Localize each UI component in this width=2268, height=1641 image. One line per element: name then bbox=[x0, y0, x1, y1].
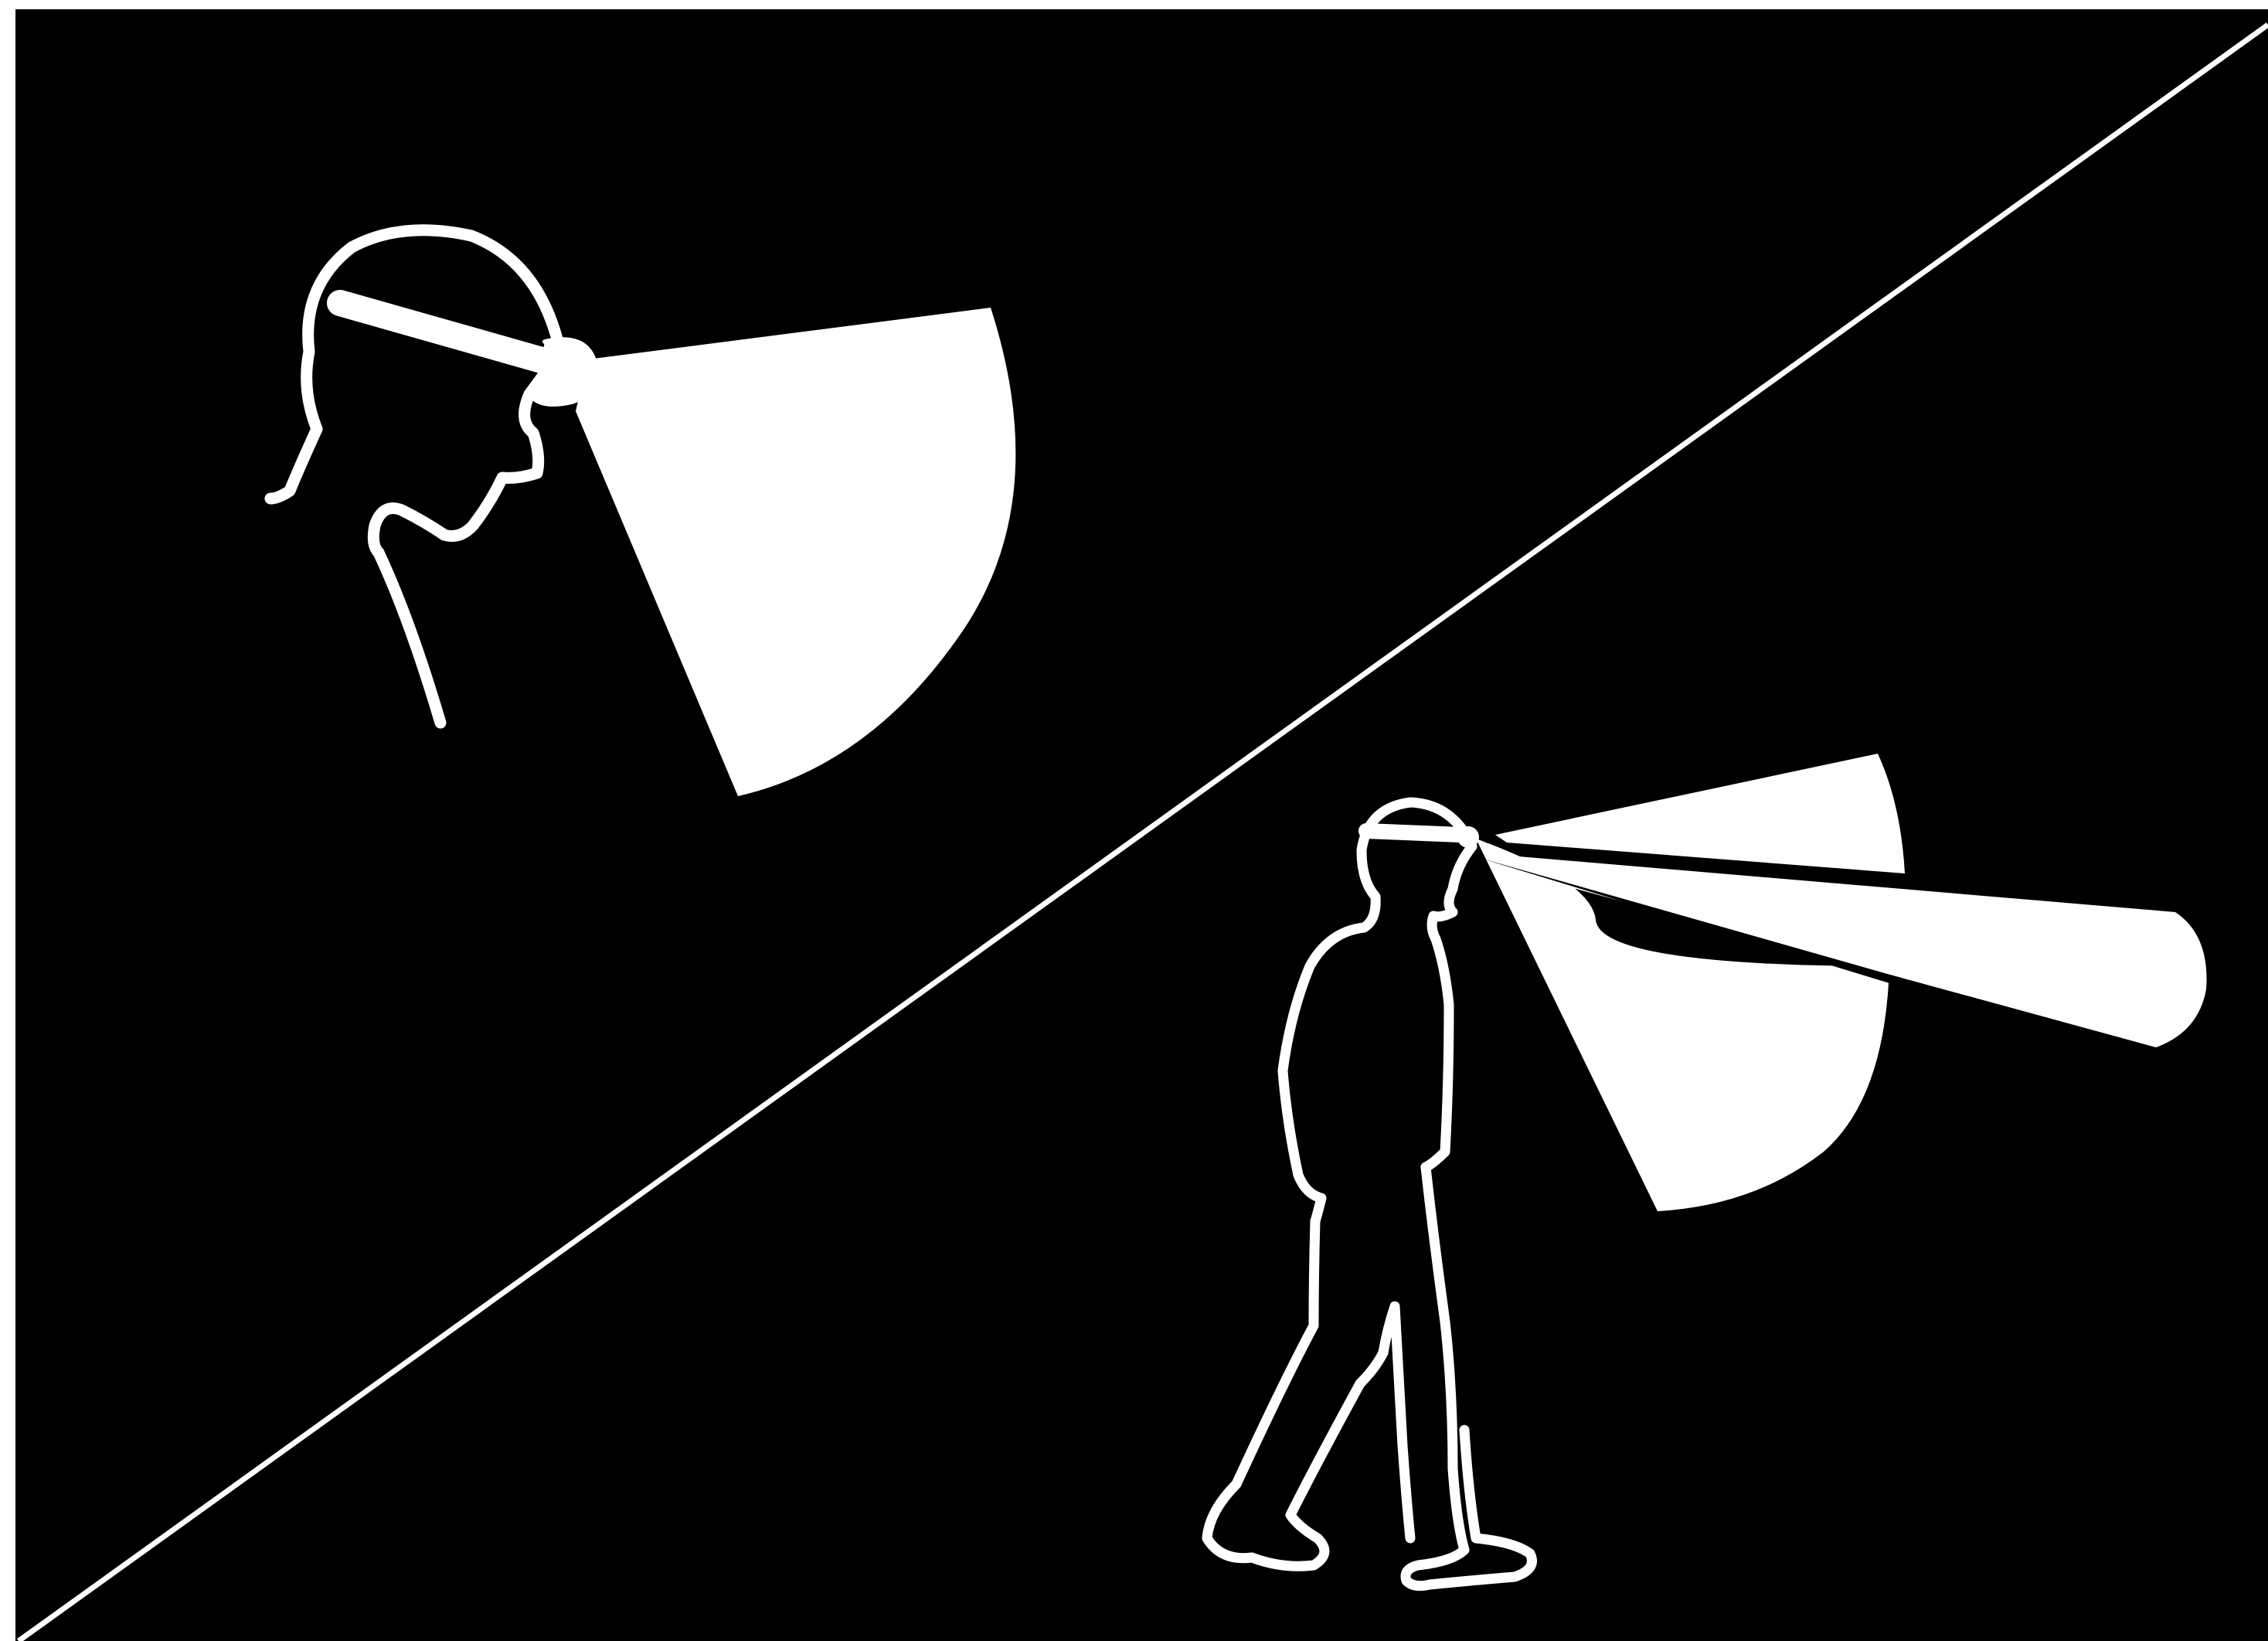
panel-background bbox=[15, 9, 2268, 1641]
